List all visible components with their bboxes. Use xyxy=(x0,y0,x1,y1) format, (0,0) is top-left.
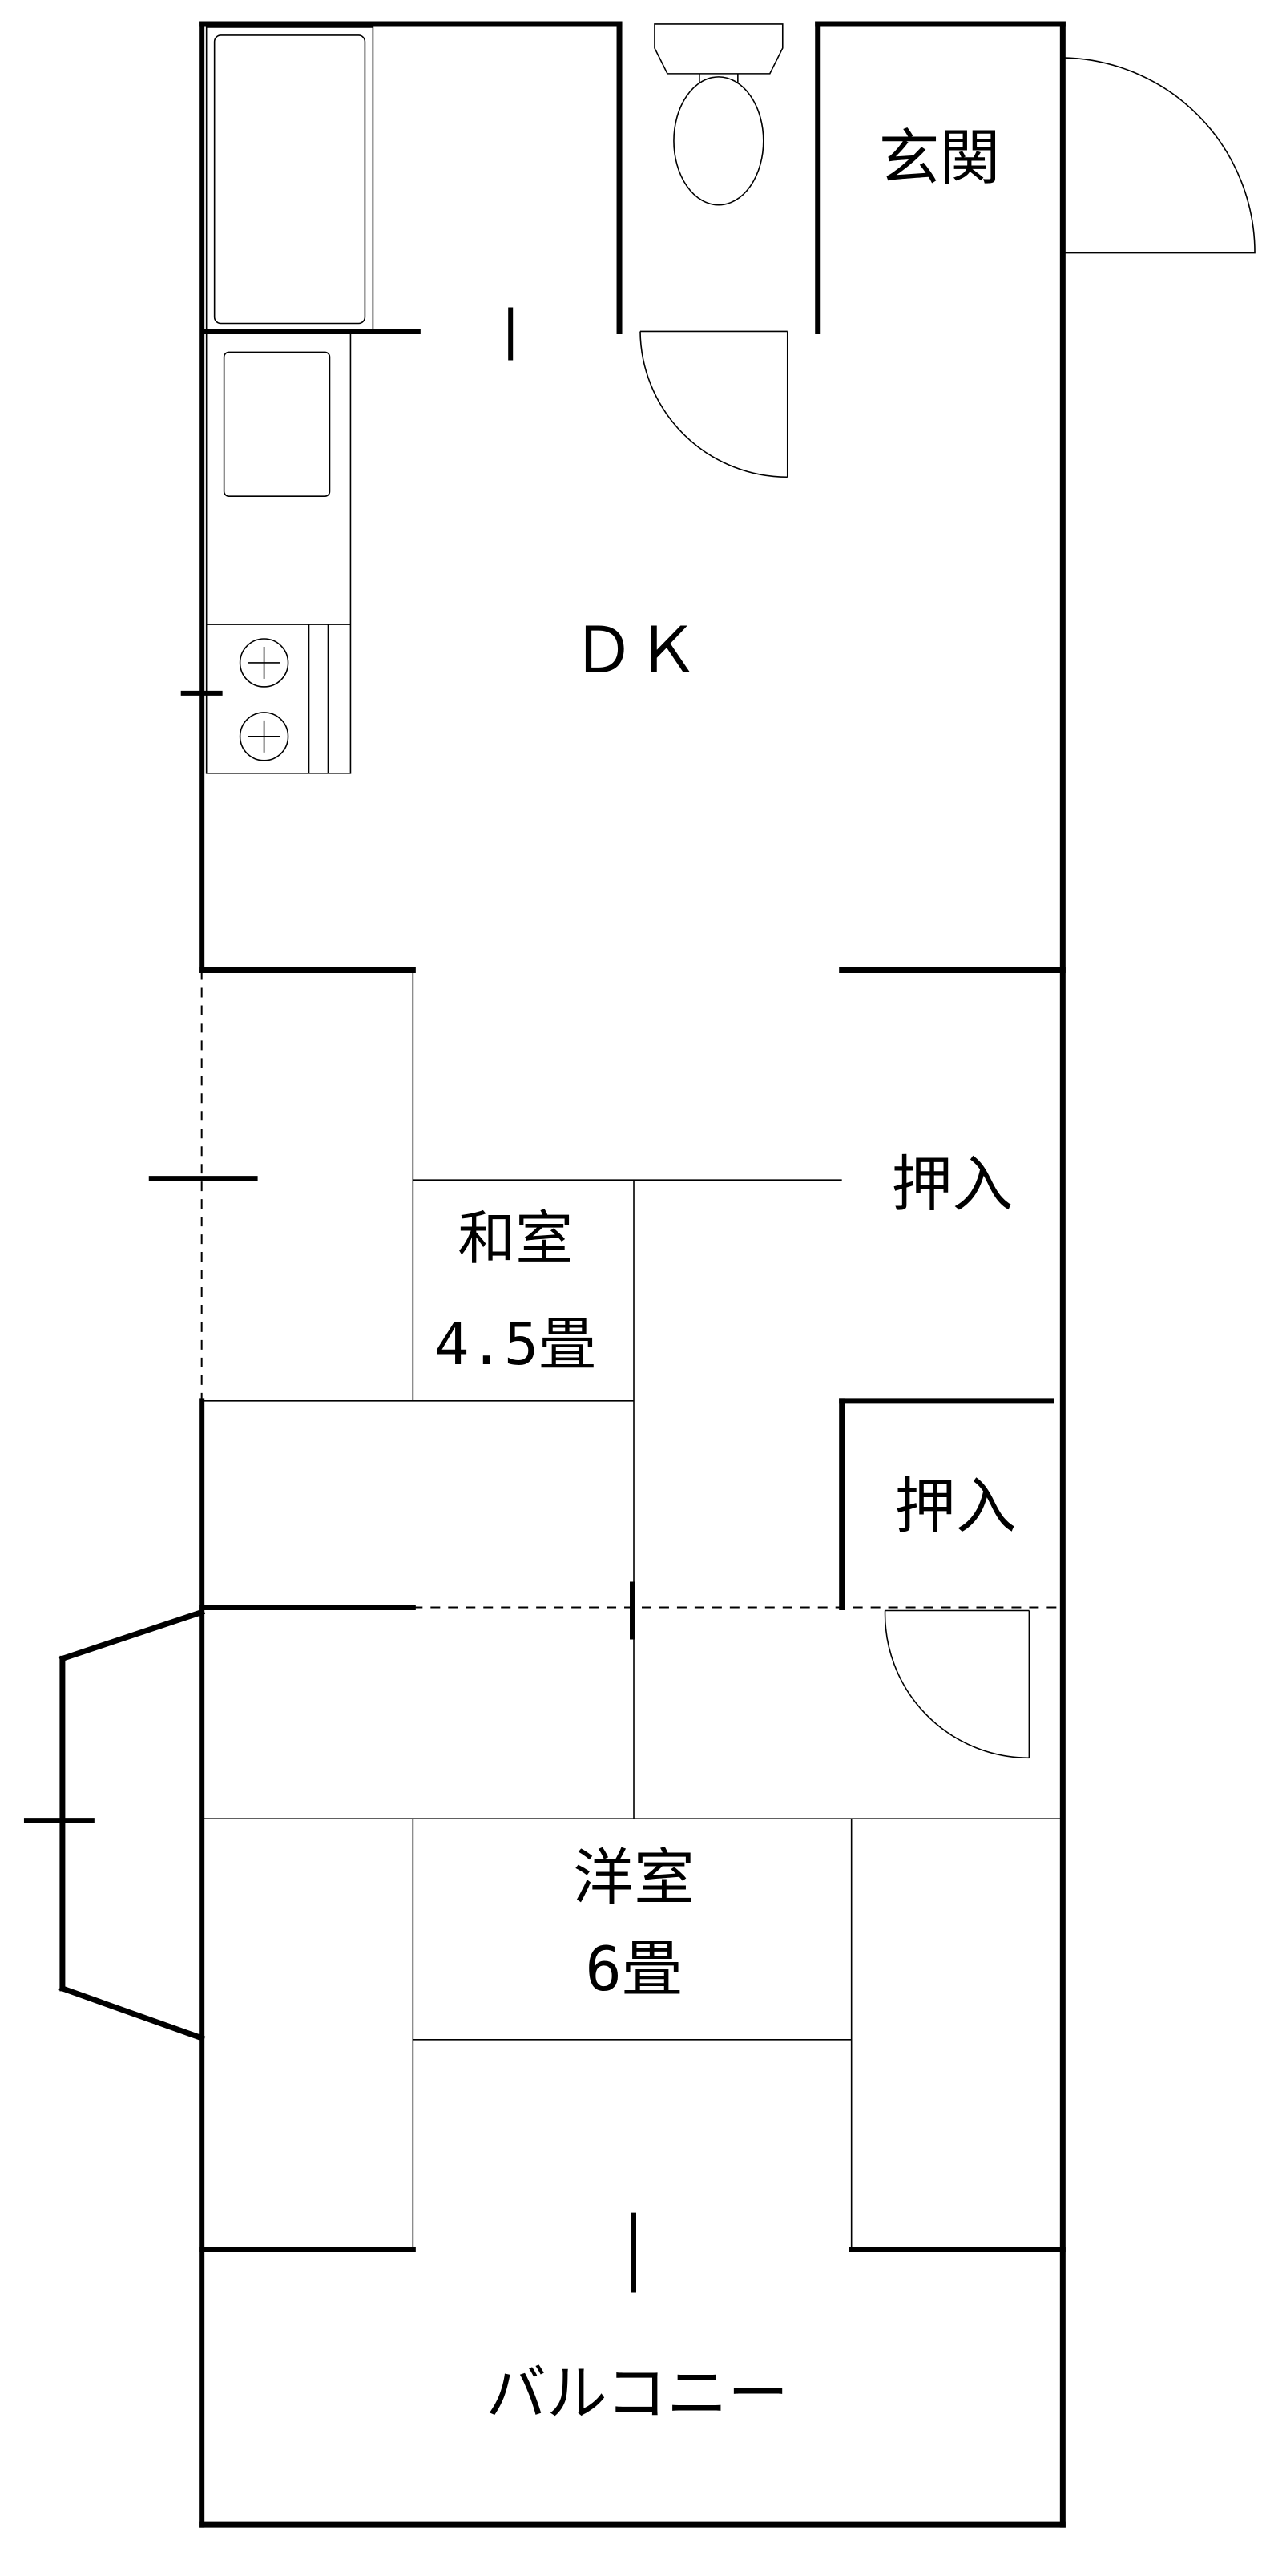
entrance-door-icon xyxy=(1062,57,1256,254)
tatami-lines xyxy=(201,970,1063,2250)
toilet-door-icon xyxy=(639,330,788,478)
room-label-oshiire-2: 押入 xyxy=(895,1472,1017,1542)
door-swings xyxy=(639,57,1256,1759)
kitchen-counter xyxy=(205,330,352,774)
room-size-washitsu: 4.5畳 xyxy=(434,1310,596,1378)
room-label-washitsu: 和室 xyxy=(458,1205,573,1272)
bathtub xyxy=(205,26,374,333)
dashed-lines xyxy=(200,970,1063,1609)
toilet-icon xyxy=(654,23,784,206)
room-label-yoshitsu: 洋室 xyxy=(573,1843,695,1913)
room-label-dk: ＤＫ xyxy=(571,613,699,688)
sink-basin xyxy=(223,351,331,498)
room-size-yoshitsu: 6畳 xyxy=(585,1934,683,2005)
stove-burner-icon xyxy=(239,638,289,761)
walls xyxy=(58,21,1066,2528)
closet-door-icon xyxy=(884,1609,1030,1759)
room-label-genkan: 玄関 xyxy=(879,123,1001,194)
room-label-oshiire-1: 押入 xyxy=(892,1149,1014,1220)
room-label-balcony: バルコニー xyxy=(486,2358,788,2429)
tick-marks xyxy=(23,307,637,2293)
